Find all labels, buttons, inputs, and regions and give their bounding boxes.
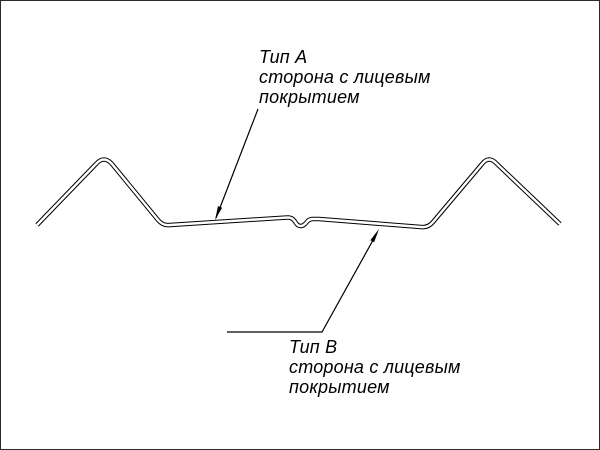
- arrowhead-a: [215, 206, 223, 220]
- label-type-b: Тип В сторона с лицевым покрытием: [289, 337, 461, 397]
- label-type-b-title: Тип В: [289, 337, 338, 357]
- arrowhead-b: [370, 229, 379, 243]
- leader-line-a: [215, 108, 259, 219]
- label-type-b-line1: сторона с лицевым: [289, 357, 461, 377]
- profile-inner-gap: [36, 158, 561, 229]
- label-type-a-line2: покрытием: [259, 87, 360, 107]
- label-type-a: Тип А сторона с лицевым покрытием: [259, 47, 431, 107]
- label-type-a-title: Тип А: [259, 47, 308, 67]
- label-type-b-line2: покрытием: [289, 377, 390, 397]
- leader-line-b: [227, 232, 378, 333]
- label-type-a-line1: сторона с лицевым: [259, 67, 431, 87]
